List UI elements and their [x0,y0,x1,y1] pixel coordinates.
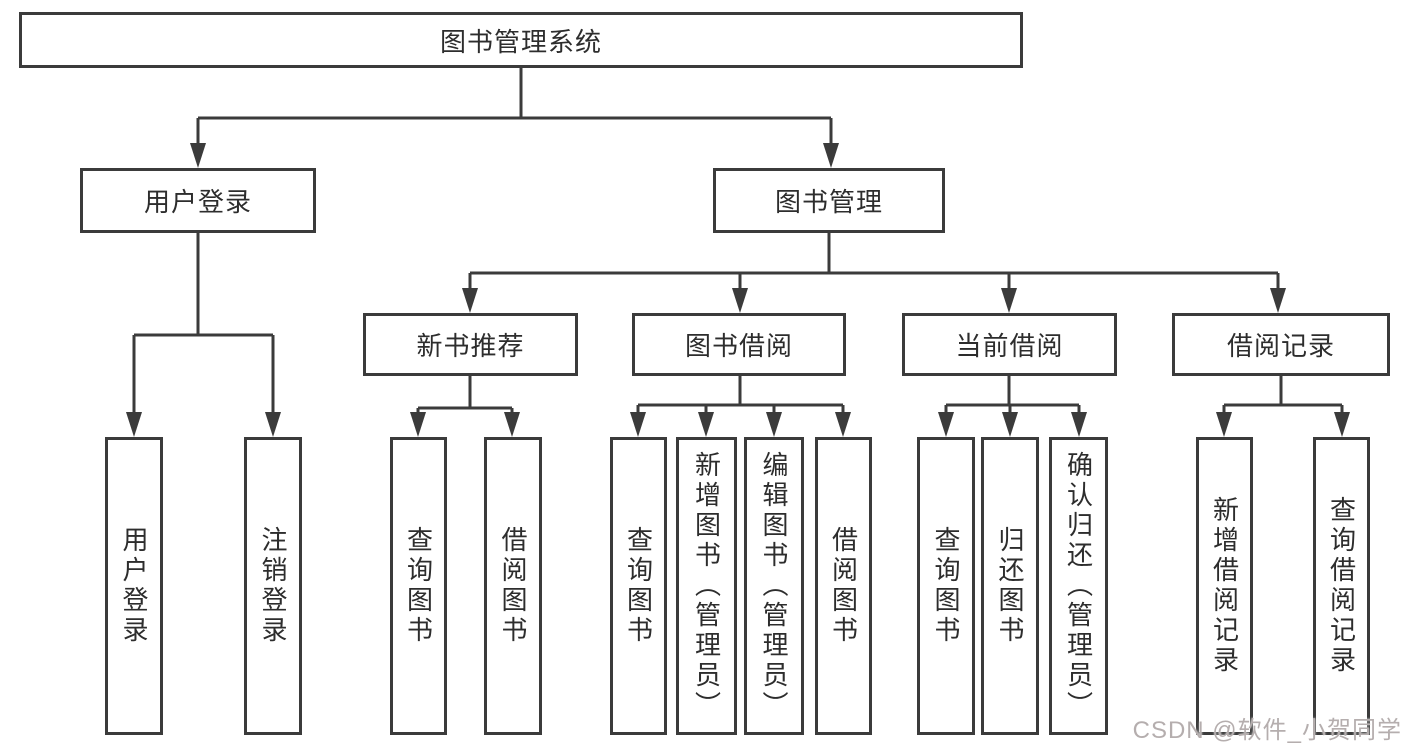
leaf-br-add-record-label: 新增借阅记录 [1209,496,1240,676]
leaf-cb-return-books-label: 归还图书 [995,526,1025,646]
node-book-borrowing: 图书借阅 [632,313,846,376]
leaf-bb-edit-books-admin: 编辑图书（管理员） [744,437,804,735]
leaf-bb-query-books: 查询图书 [610,437,667,735]
leaf-br-query-record-label: 查询借阅记录 [1326,496,1357,676]
leaf-logout-label: 注销登录 [258,526,288,646]
node-root: 图书管理系统 [19,12,1023,68]
node-user-login: 用户登录 [80,168,316,233]
leaf-cb-return-books: 归还图书 [981,437,1039,735]
connector-book-borrowing-children [630,376,851,437]
leaf-bb-add-books-admin-label: 新增图书（管理员） [691,451,722,721]
leaf-cb-confirm-return-admin-label: 确认归还（管理员） [1063,451,1094,721]
node-current-borrowing: 当前借阅 [902,313,1117,376]
node-borrowing-records-label: 借阅记录 [1226,331,1335,361]
connector-current-borrowing-children [938,376,1087,437]
node-book-borrowing-label: 图书借阅 [684,331,793,361]
leaf-bb-borrow-books-label: 借阅图书 [828,526,859,646]
connector-root-to-level2 [190,68,839,168]
leaf-bb-add-books-admin: 新增图书（管理员） [676,437,737,735]
node-user-login-label: 用户登录 [143,187,252,217]
leaf-bb-edit-books-admin-label: 编辑图书（管理员） [759,451,789,721]
node-current-borrowing-label: 当前借阅 [955,331,1064,361]
leaf-cb-query-books-label: 查询图书 [931,526,961,646]
connector-user-login-children [126,233,281,437]
leaf-bb-query-books-label: 查询图书 [623,526,654,646]
node-borrowing-records: 借阅记录 [1172,313,1390,376]
watermark: CSDN @软件_小贺同学 [1132,717,1402,744]
node-book-management-label: 图书管理 [774,187,883,217]
node-book-management: 图书管理 [713,168,945,233]
leaf-nbr-query-books-label: 查询图书 [403,526,434,646]
leaf-user-login-label: 用户登录 [119,526,149,646]
connector-book-management-sections [462,233,1286,313]
leaf-cb-query-books: 查询图书 [917,437,975,735]
leaf-user-login: 用户登录 [105,437,163,735]
node-new-book-recommend-label: 新书推荐 [416,331,525,361]
node-root-label: 图书管理系统 [439,26,602,57]
node-new-book-recommend: 新书推荐 [363,313,578,376]
leaf-cb-confirm-return-admin: 确认归还（管理员） [1049,437,1108,735]
leaf-br-add-record: 新增借阅记录 [1196,437,1253,735]
leaf-bb-borrow-books: 借阅图书 [815,437,872,735]
leaf-nbr-query-books: 查询图书 [390,437,447,735]
leaf-nbr-borrow-books: 借阅图书 [484,437,542,735]
connector-new-book-recommend-children [410,376,520,437]
connector-borrowing-records-children [1216,376,1350,437]
leaf-logout: 注销登录 [244,437,302,735]
leaf-nbr-borrow-books-label: 借阅图书 [498,526,528,646]
leaf-br-query-record: 查询借阅记录 [1313,437,1370,735]
